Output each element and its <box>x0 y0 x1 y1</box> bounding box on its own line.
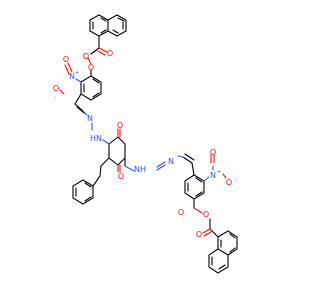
atom-label-nitro-n-bottom: N <box>210 171 216 180</box>
atom-labels: O O O N + O O - N HN O O NH N N + O O - … <box>53 49 237 239</box>
atom-label-nitro-charge-pos-bottom: + <box>217 169 222 175</box>
carbon-bonds <box>72 14 238 274</box>
atom-label-nitro-charge-pos-top: + <box>75 70 80 76</box>
benzyl-phenyl-ring <box>72 179 94 205</box>
atom-label-hydrazone-n1-top: N <box>87 114 93 123</box>
atom-label-nitro-o-bottom-single: O <box>226 178 232 187</box>
atom-label-carbonyl-o-top: O <box>107 49 113 58</box>
atom-label-nitro-o-bottom-double: O <box>210 148 216 157</box>
atom-label-amide-o-lower: O <box>118 172 124 181</box>
atom-label-nitro-n-top: N <box>69 72 75 81</box>
atom-label-ether-o-top: O <box>88 63 94 72</box>
atom-label-ether-o-bottom: O <box>203 210 209 219</box>
atom-label-nitro-charge-neg-bottom: - <box>235 177 237 183</box>
naphthalene-ring-bottom-lower <box>208 248 229 274</box>
atom-label-hydrazone-n1-bottom: N <box>168 157 174 166</box>
atom-label-ester-o-bottom: O <box>178 208 184 217</box>
atom-label-nitro-charge-neg-top: - <box>54 95 56 101</box>
atom-label-hydrazone-nh-top: HN <box>90 134 102 143</box>
atom-label-carbonyl-o-bottom: O <box>196 230 202 239</box>
naphthalene-ring-top-right <box>107 14 127 37</box>
oxygen-bonds <box>59 47 227 237</box>
atom-label-amide-o-upper: O <box>117 121 123 130</box>
atom-label-nitro-o-top-double: O <box>63 55 69 64</box>
atom-label-hydrazone-nh-bottom: NH <box>134 165 146 174</box>
nitrogen-bonds <box>75 78 214 182</box>
atom-label-nitro-o-top-single: O <box>53 84 59 93</box>
atom-label-ester-o-top: O <box>83 52 89 61</box>
molecule-structure-diagram: O O O N + O O - N HN O O NH N N + O O - … <box>53 14 238 274</box>
